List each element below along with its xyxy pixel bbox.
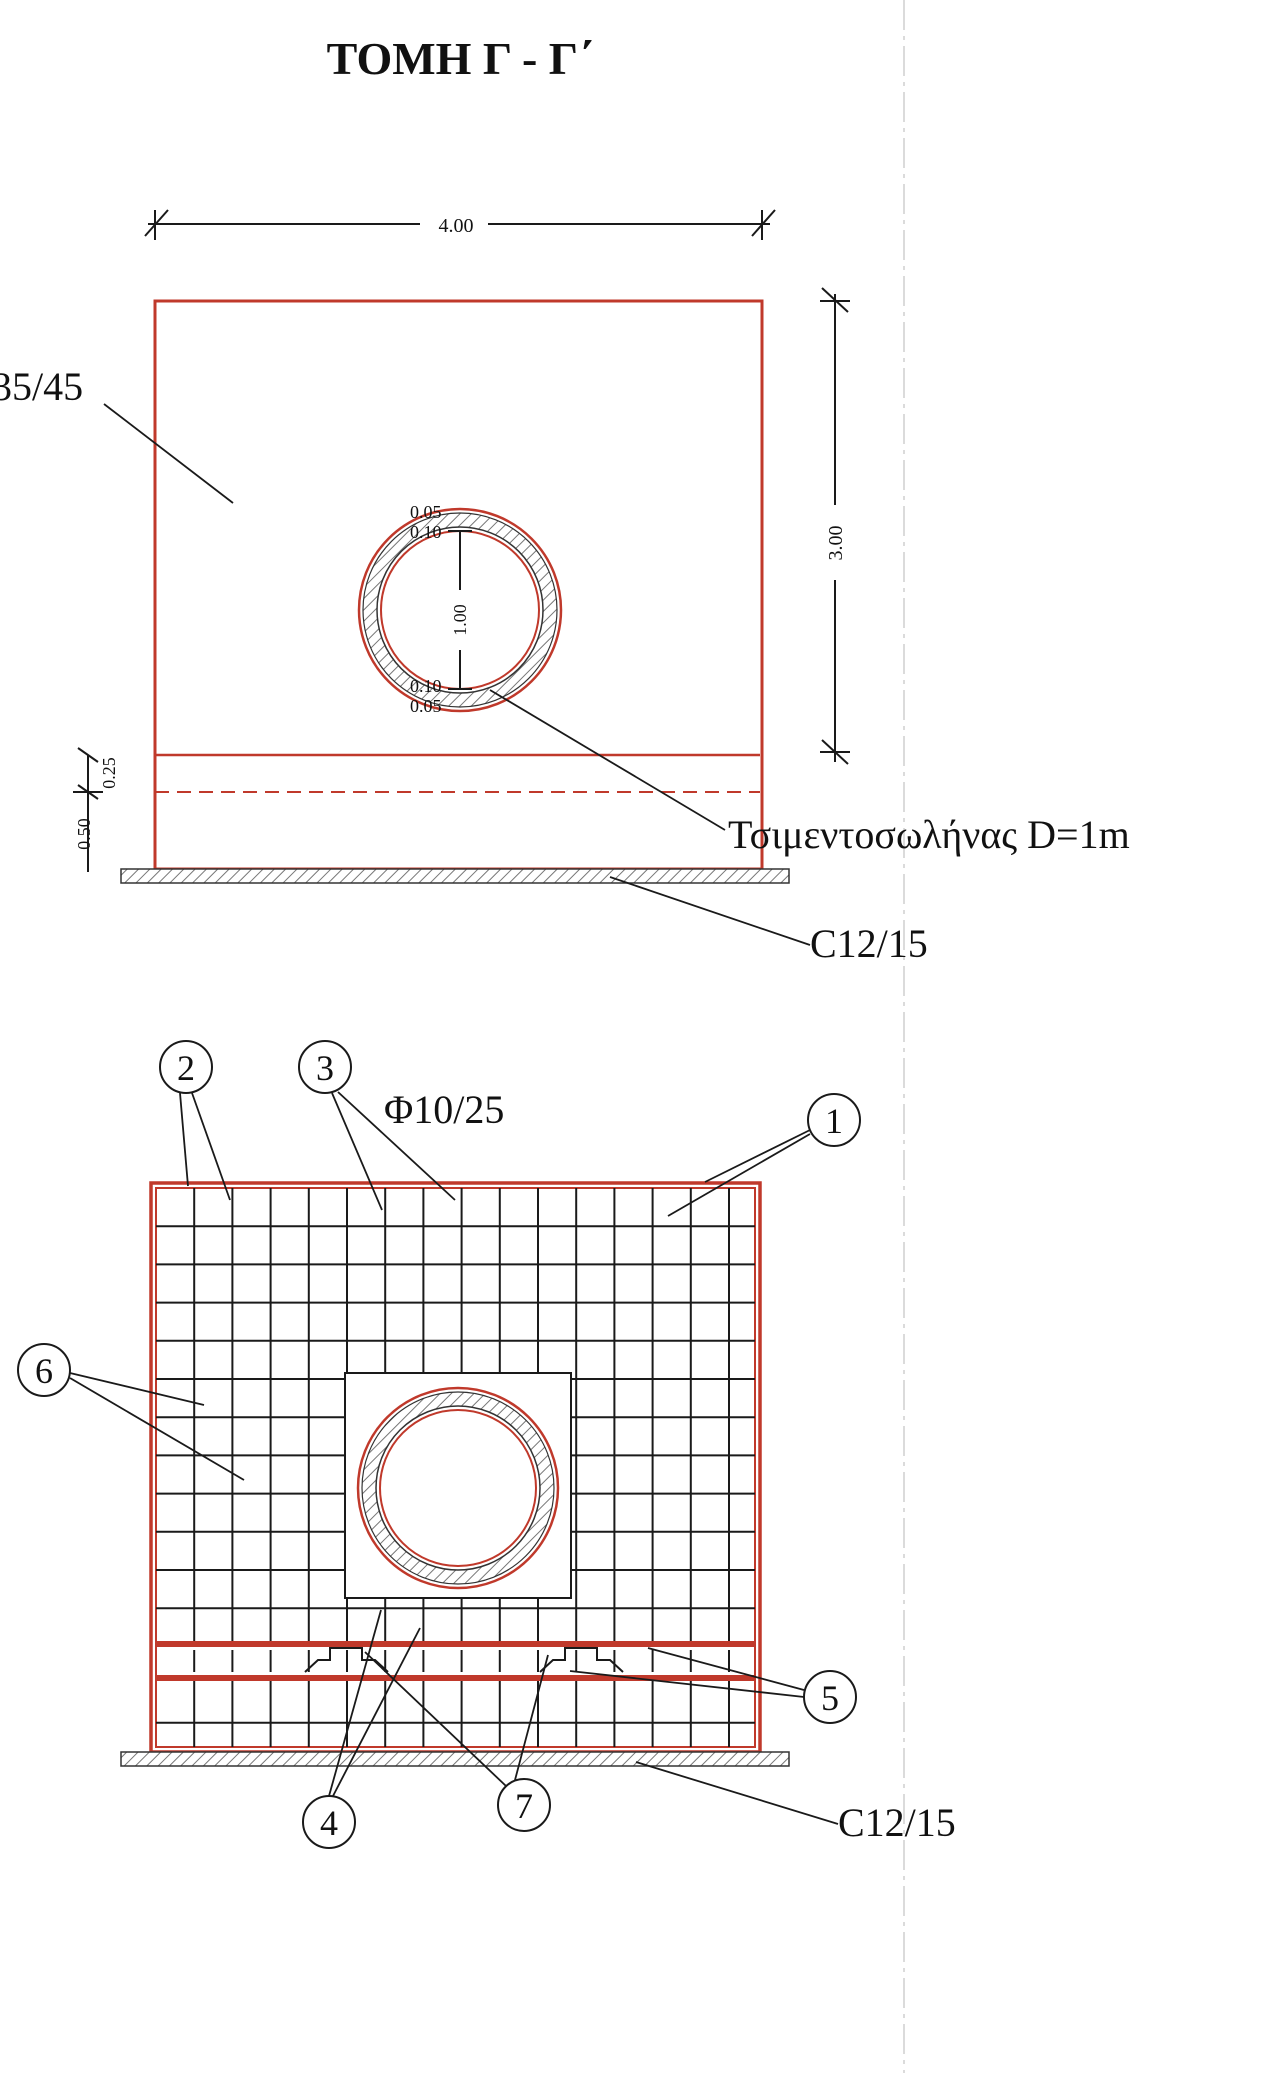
base-dimensions: 0.50 0.25 [73,747,119,872]
pipe-plan [356,1386,560,1590]
marker-6: 6 [17,1343,245,1481]
marker-4: 4 [302,1609,421,1849]
red-band-lower [155,1675,756,1681]
svg-text:7: 7 [515,1786,533,1826]
width-dimension: 4.00 [144,209,776,240]
lean-concrete-leader-plan [635,1761,839,1825]
section-title: ΤΟΜΗ Γ - Γ΄ [327,33,594,84]
width-dimension-label: 4.00 [439,215,474,237]
lean-concrete-leader-section [609,876,811,946]
marker-1: 1 [667,1093,861,1217]
reinforcement-view: Φ10/25 1 2 3 6 5 [17,1040,956,1849]
band-bars [193,1650,730,1672]
pipe-section: 1.00 0.05 0.10 0.10 0.05 [357,502,563,716]
svg-text:4: 4 [320,1803,338,1843]
svg-text:2: 2 [177,1048,195,1088]
section-view: 4.00 3.00 [0,209,1130,966]
pipe-label-leader [489,689,726,831]
concrete-class-leader [103,403,234,504]
svg-text:1: 1 [825,1101,843,1141]
pipe-label: Τσιμεντοσωλήνας D=1m [728,812,1130,857]
marker-3: 3 [298,1040,456,1211]
svg-text:3: 3 [316,1048,334,1088]
rebar-grid [156,1188,755,1747]
lean-concrete-label-plan: C12/15 [838,1800,956,1845]
marker-7: 7 [364,1651,551,1832]
marker-2: 2 [159,1040,231,1201]
pipe-wall-bottom-1: 0.10 [410,676,442,696]
marker-5: 5 [569,1647,857,1724]
base-dim-total: 0.50 [74,818,94,850]
base-dim-part: 0.25 [99,757,119,789]
pipe-wall-top-2: 0.10 [410,522,442,542]
pipe-wall-bottom-2: 0.05 [410,696,442,716]
rebar-spec-label: Φ10/25 [384,1087,504,1132]
height-dimension-label: 3.00 [825,526,847,561]
lean-concrete-strip [120,868,790,884]
stirrup-right [539,1647,624,1673]
pipe-wall-top-1: 0.05 [410,502,442,522]
svg-text:5: 5 [821,1678,839,1718]
concrete-class-label: 35/45 [0,364,83,409]
svg-text:6: 6 [35,1351,53,1391]
lean-concrete-label-section: C12/15 [810,921,928,966]
pipe-diameter-label: 1.00 [450,604,470,636]
red-band-upper [155,1641,756,1647]
height-dimension: 3.00 [820,287,850,765]
lean-concrete-strip-plan [120,1751,790,1767]
